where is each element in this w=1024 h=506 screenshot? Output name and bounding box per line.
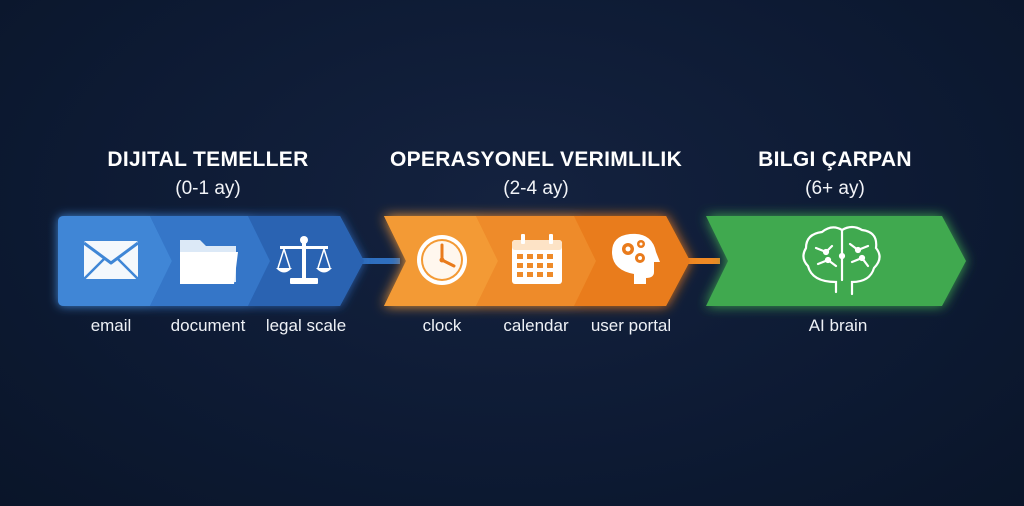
head-gears-icon: [612, 233, 660, 284]
brain-icon: [802, 225, 881, 296]
step-label-user-portal: user portal: [590, 316, 672, 335]
step-label-email: email: [90, 316, 132, 335]
step-label-calendar: calendar: [503, 316, 569, 335]
phase-arrow-knowledge: [706, 216, 966, 306]
phase-header-digital: DIJITAL TEMELLER (0-1 ay): [48, 146, 368, 202]
phase-duration: (2-4 ay): [503, 178, 569, 199]
phase-header-knowledge: BILGI ÇARPAN (6+ ay): [675, 146, 995, 202]
phase-arrow-operational: [384, 216, 690, 306]
step-label-clock: clock: [422, 316, 462, 335]
connector-orange-green: [680, 258, 720, 264]
connector-blue-orange: [360, 258, 400, 264]
step-label-document: document: [170, 316, 246, 335]
step-label-ai-brain: AI brain: [808, 316, 868, 335]
folder-icon: [180, 240, 238, 284]
phase-title: DIJITAL TEMELLER: [107, 148, 309, 171]
phase-duration: (0-1 ay): [175, 178, 241, 199]
phase-title: BILGI ÇARPAN: [758, 148, 912, 171]
step-label-legal-scale: legal scale: [265, 316, 347, 335]
phase-header-operational: OPERASYONEL VERIMLILIK (2-4 ay): [376, 146, 696, 202]
clock-icon: [417, 235, 467, 285]
calendar-icon: [512, 234, 562, 284]
envelope-icon: [83, 241, 139, 280]
phase-title: OPERASYONEL VERIMLILIK: [389, 148, 683, 171]
phase-duration: (6+ ay): [805, 178, 865, 199]
legal-scale-icon: [276, 236, 332, 284]
